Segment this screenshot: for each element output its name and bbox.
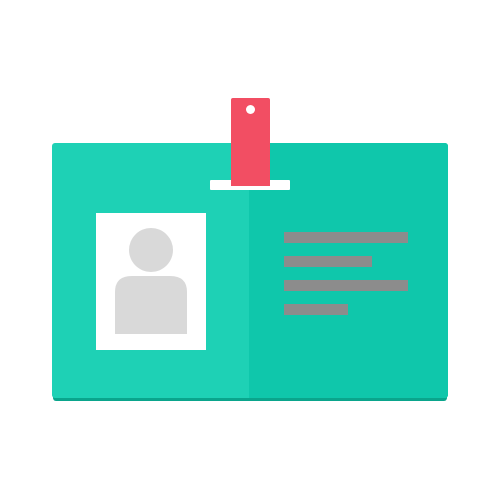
photo-frame bbox=[96, 213, 206, 350]
user-avatar-icon bbox=[115, 228, 187, 334]
clip-hole bbox=[246, 105, 255, 114]
badge-clip-icon bbox=[231, 98, 270, 186]
info-line bbox=[284, 256, 372, 267]
info-line bbox=[284, 232, 408, 243]
info-line bbox=[284, 304, 348, 315]
info-line bbox=[284, 280, 408, 291]
